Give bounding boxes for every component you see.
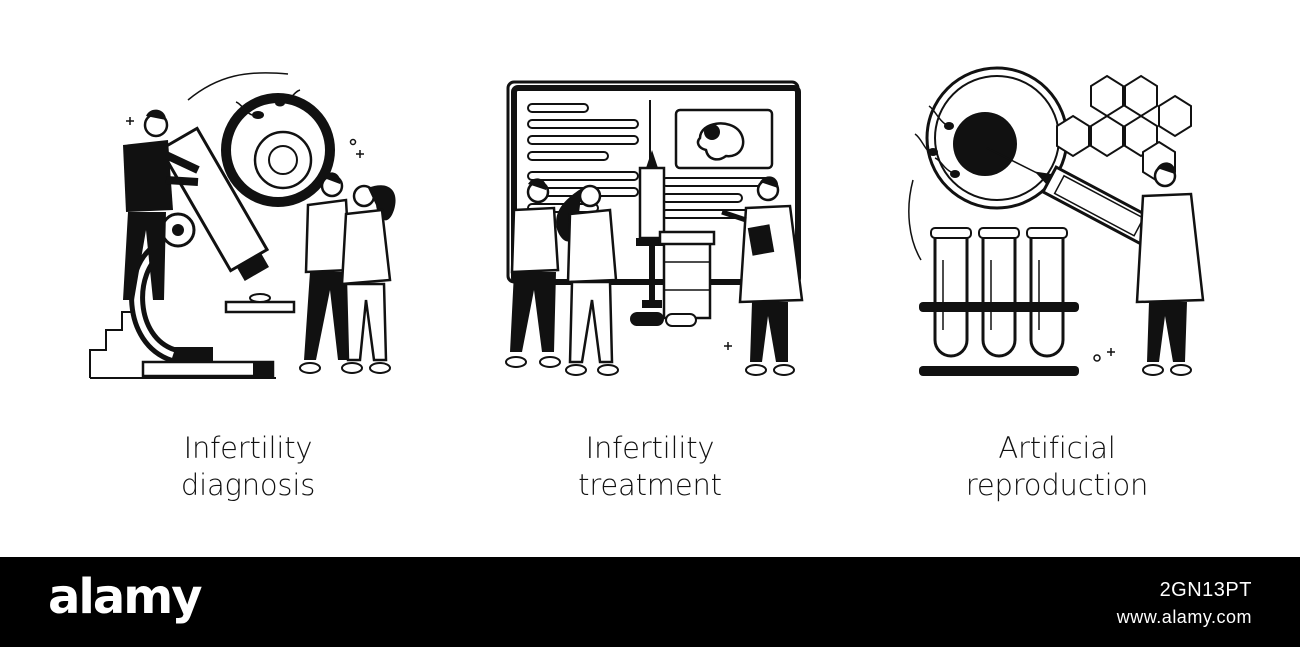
caption-line-1: Infertility [183, 431, 313, 465]
panel-infertility-treatment: Infertility treatment [450, 0, 850, 557]
caption-line-1: Artificial [998, 431, 1116, 465]
image-id: 2GN13PT [1159, 579, 1252, 601]
microscope-egg-couple-icon [89, 72, 396, 379]
brand-logo: alamy [48, 569, 203, 625]
caption-line-2: diagnosis [180, 468, 316, 502]
panel-artificial-reproduction: Artificial reproduction [857, 0, 1257, 557]
watermark-footer: alamy 2GN13PT www.alamy.com [0, 557, 1300, 647]
caption-line-2: reproduction [965, 468, 1149, 502]
caption-line-2: treatment [578, 468, 722, 502]
panel-caption: Infertility diagnosis [48, 430, 448, 504]
panel-caption: Artificial reproduction [857, 430, 1257, 504]
illustration-canvas: Infertility diagnosis [48, 0, 1257, 557]
egg-injection-test-tubes-icon [908, 66, 1205, 376]
caption-line-1: Infertility [585, 431, 715, 465]
screen-embryo-syringe-doctor-icon [505, 80, 804, 376]
panel-infertility-diagnosis: Infertility diagnosis [48, 0, 448, 557]
panel-caption: Infertility treatment [450, 430, 850, 504]
site-url: www.alamy.com [1116, 607, 1252, 627]
